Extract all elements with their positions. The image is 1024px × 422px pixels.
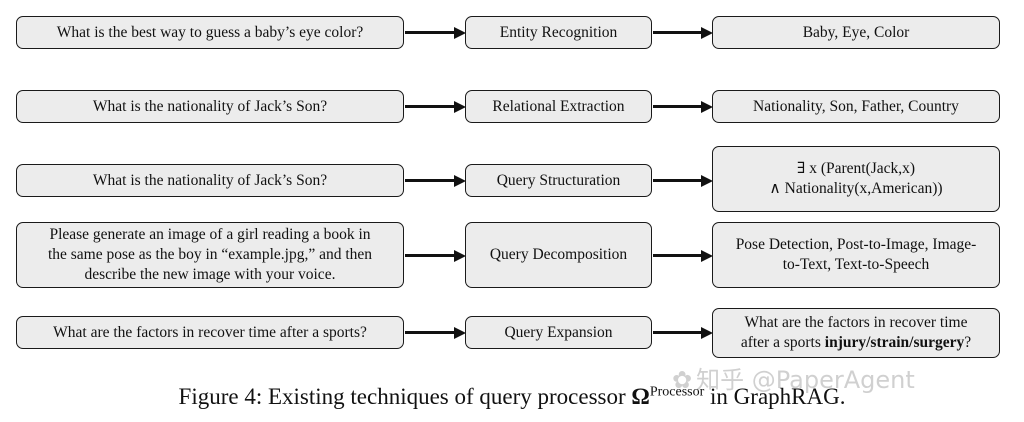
technique-box: Entity Recognition xyxy=(465,16,652,49)
query-line: describe the new image with your voice. xyxy=(84,266,336,283)
output-box: Pose Detection, Post-to-Image, Image- to… xyxy=(712,222,1000,288)
technique-box: Query Expansion xyxy=(465,316,652,349)
arrow-line xyxy=(405,331,455,334)
omega-superscript: Processor xyxy=(649,384,705,400)
query-text: What are the factors in recover time aft… xyxy=(53,323,367,341)
arrow-head xyxy=(454,26,466,39)
caption-suffix: in GraphRAG. xyxy=(704,384,846,409)
query-text: What is the best way to guess a baby’s e… xyxy=(56,23,364,41)
caption-prefix: Figure 4: Existing techniques of query p… xyxy=(178,384,632,409)
query-line: Please generate an image of a girl readi… xyxy=(49,226,371,243)
technique-box: Relational Extraction xyxy=(465,90,652,123)
output-box: What are the factors in recover time aft… xyxy=(712,308,1000,358)
output-box: ∃ x (Parent(Jack,x) ∧ Nationality(x,Amer… xyxy=(712,146,1000,212)
expansion-terms: injury/strain/surgery xyxy=(824,334,965,351)
watermark: ✿知乎 @PaperAgent xyxy=(672,360,915,395)
technique-box: Query Decomposition xyxy=(465,222,652,288)
arrow-line xyxy=(405,31,455,34)
output-text: Baby, Eye, Color xyxy=(802,23,910,41)
arrow-line xyxy=(653,254,702,257)
technique-label: Query Decomposition xyxy=(489,246,628,263)
arrow-line xyxy=(405,105,455,108)
query-text: What is the nationality of Jack’s Son? xyxy=(92,97,328,115)
omega-symbol: Ω xyxy=(631,384,650,409)
arrow-head xyxy=(454,174,466,187)
output-line: What are the factors in recover time xyxy=(744,314,968,331)
arrow-head xyxy=(701,100,713,113)
query-box: What is the best way to guess a baby’s e… xyxy=(16,16,404,49)
query-text: What is the nationality of Jack’s Son? xyxy=(92,171,328,189)
technique-label: Query Structuration xyxy=(496,171,621,189)
arrow-head xyxy=(701,26,713,39)
arrow-line xyxy=(405,179,455,182)
technique-label: Entity Recognition xyxy=(499,23,618,41)
arrow-head xyxy=(701,249,713,262)
arrow-line xyxy=(653,331,702,334)
output-line: after a sports injury/strain/surgery? xyxy=(741,333,971,353)
output-text: What are the factors in recover time aft… xyxy=(741,313,971,353)
arrow-head xyxy=(701,326,713,339)
wechat-icon: ✿ xyxy=(672,366,693,394)
output-line: ∃ x (Parent(Jack,x) xyxy=(796,160,916,177)
query-box: Please generate an image of a girl readi… xyxy=(16,222,404,288)
technique-box: Query Structuration xyxy=(465,164,652,197)
arrow-line xyxy=(405,254,455,257)
technique-label: Relational Extraction xyxy=(492,97,625,115)
query-box: What is the nationality of Jack’s Son? xyxy=(16,90,404,123)
technique-label: Query Expansion xyxy=(504,323,613,341)
query-line: the same pose as the boy in “example.jpg… xyxy=(47,246,373,263)
output-line: to-Text, Text-to-Speech xyxy=(782,256,930,273)
arrow-line xyxy=(653,105,702,108)
query-text: Please generate an image of a girl readi… xyxy=(48,225,372,285)
output-prefix: after a sports xyxy=(740,334,825,351)
output-box: Nationality, Son, Father, Country xyxy=(712,90,1000,123)
watermark-text: 知乎 @PaperAgent xyxy=(696,366,915,394)
output-text: Nationality, Son, Father, Country xyxy=(753,97,959,115)
figure-caption: Figure 4: Existing techniques of query p… xyxy=(0,382,1024,412)
arrow-head xyxy=(454,100,466,113)
arrow-head xyxy=(454,326,466,339)
query-box: What is the nationality of Jack’s Son? xyxy=(16,164,404,197)
output-text: Pose Detection, Post-to-Image, Image- to… xyxy=(736,235,977,275)
arrow-line xyxy=(653,179,702,182)
output-suffix: ? xyxy=(964,334,972,351)
output-line: ∧ Nationality(x,American)) xyxy=(769,180,943,197)
output-text: ∃ x (Parent(Jack,x) ∧ Nationality(x,Amer… xyxy=(769,159,942,199)
output-box: Baby, Eye, Color xyxy=(712,16,1000,49)
arrow-head xyxy=(454,249,466,262)
output-line: Pose Detection, Post-to-Image, Image- xyxy=(735,236,977,253)
query-box: What are the factors in recover time aft… xyxy=(16,316,404,349)
arrow-head xyxy=(701,174,713,187)
arrow-line xyxy=(653,31,702,34)
